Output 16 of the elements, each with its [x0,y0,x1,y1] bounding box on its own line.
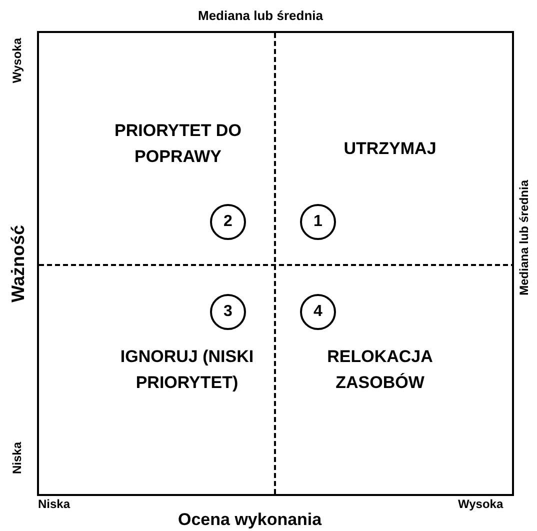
quadrant-label: IGNORUJ (NISKI PRIORYTET) [119,346,255,394]
quadrant-label: PRIORYTET DO POPRAWY [114,120,242,168]
quadrant-label: UTRZYMAJ [342,138,438,160]
scale-label: Wysoka [10,38,24,84]
number-circle: 4 [300,294,336,330]
axis-label: Mediana lub średnia [517,180,532,296]
axis-label: Mediana lub średnia [198,8,323,24]
number-circle: 3 [210,294,246,330]
number-circle: 1 [300,204,336,240]
number-circle: 2 [210,204,246,240]
quadrant-label: RELOKACJA ZASOBÓW [326,346,434,394]
scale-label: Niska [10,442,24,474]
scale-label: Niska [38,497,70,512]
scale-label: Wysoka [458,497,504,512]
axis-title: Ważność [8,225,29,302]
axis-title: Ocena wykonania [178,510,322,530]
